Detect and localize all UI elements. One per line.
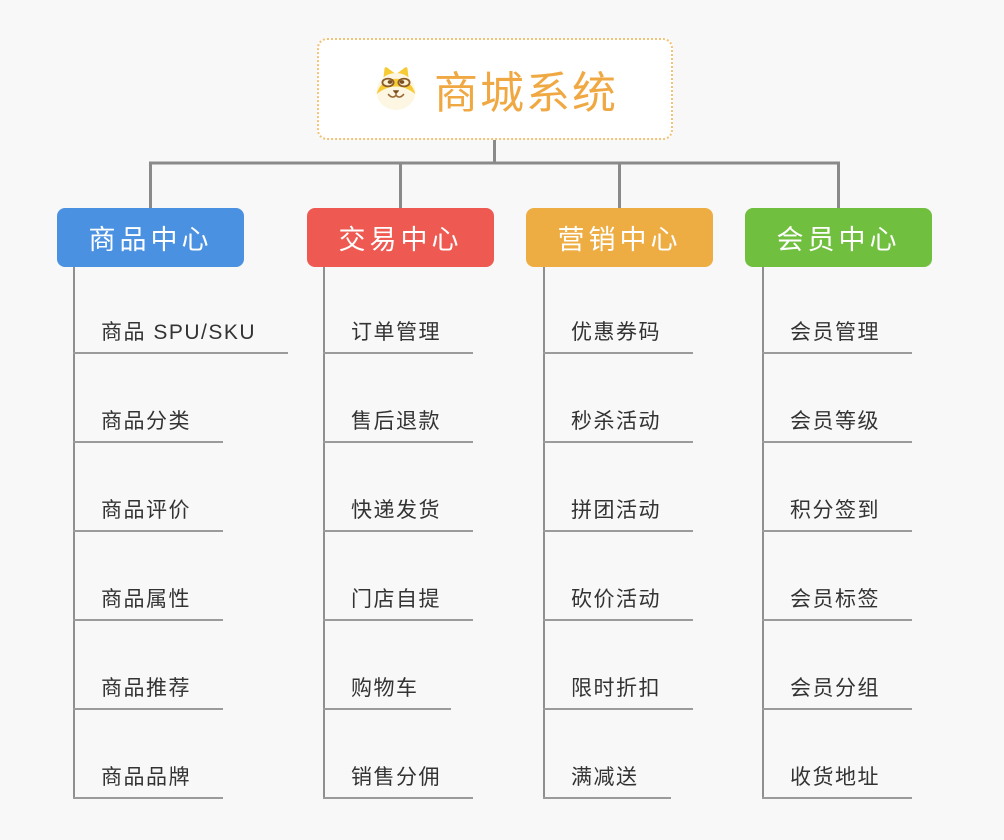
leaf-item[interactable]: 快递发货 — [323, 443, 473, 532]
leaf-label: 商品属性 — [73, 583, 223, 621]
leaf-item[interactable]: 会员分组 — [762, 621, 912, 710]
leaf-label: 会员等级 — [762, 405, 912, 443]
root-title: 商城系统 — [434, 69, 618, 118]
leaf-label: 秒杀活动 — [543, 405, 693, 443]
leaf-label: 购物车 — [323, 672, 451, 710]
branch-label: 交易中心 — [338, 225, 463, 255]
leaf-item[interactable]: 商品分类 — [73, 354, 223, 443]
leaf-label: 商品推荐 — [73, 672, 223, 710]
leaf-item[interactable]: 销售分佣 — [323, 710, 473, 799]
leaf-label: 会员管理 — [762, 316, 912, 354]
leaf-item[interactable]: 积分签到 — [762, 443, 912, 532]
shiba-dog-icon — [376, 67, 416, 110]
leaf-label: 订单管理 — [323, 316, 473, 354]
leaf-label: 收货地址 — [762, 761, 912, 799]
leaf-item[interactable]: 会员标签 — [762, 532, 912, 621]
leaf-column-marketing: 优惠券码 秒杀活动 拼团活动 砍价活动 限时折扣 满减送 — [543, 267, 783, 799]
leaf-label: 拼团活动 — [543, 494, 693, 532]
branch-node-trade-center[interactable]: 交易中心 — [307, 208, 494, 267]
tree-connectors — [149, 140, 840, 209]
leaf-item[interactable]: 优惠券码 — [543, 267, 693, 354]
leaf-label: 会员标签 — [762, 583, 912, 621]
leaf-item[interactable]: 门店自提 — [323, 532, 473, 621]
root-node[interactable]: 商城系统 — [317, 38, 673, 140]
leaf-item[interactable]: 拼团活动 — [543, 443, 693, 532]
branch-label: 营销中心 — [557, 225, 682, 255]
leaf-column-product: 商品 SPU/SKU 商品分类 商品评价 商品属性 商品推荐 商品品牌 — [73, 267, 313, 799]
leaf-item[interactable]: 限时折扣 — [543, 621, 693, 710]
leaf-label: 积分签到 — [762, 494, 912, 532]
leaf-label: 砍价活动 — [543, 583, 693, 621]
leaf-label: 限时折扣 — [543, 672, 693, 710]
leaf-label: 商品评价 — [73, 494, 223, 532]
leaf-item[interactable]: 收货地址 — [762, 710, 912, 799]
branch-node-product-center[interactable]: 商品中心 — [57, 208, 244, 267]
leaf-item[interactable]: 商品品牌 — [73, 710, 223, 799]
leaf-label: 销售分佣 — [323, 761, 473, 799]
leaf-item[interactable]: 购物车 — [323, 621, 451, 710]
leaf-item[interactable]: 满减送 — [543, 710, 671, 799]
leaf-label: 商品分类 — [73, 405, 223, 443]
leaf-item[interactable]: 商品评价 — [73, 443, 223, 532]
leaf-item[interactable]: 商品属性 — [73, 532, 223, 621]
branch-label: 商品中心 — [88, 225, 213, 255]
branch-label: 会员中心 — [776, 225, 901, 255]
branch-node-member-center[interactable]: 会员中心 — [745, 208, 932, 267]
leaf-column-trade: 订单管理 售后退款 快递发货 门店自提 购物车 销售分佣 — [323, 267, 563, 799]
leaf-label: 商品品牌 — [73, 761, 223, 799]
leaf-label: 快递发货 — [323, 494, 473, 532]
leaf-label: 会员分组 — [762, 672, 912, 710]
leaf-label: 商品 SPU/SKU — [73, 316, 289, 354]
leaf-column-member: 会员管理 会员等级 积分签到 会员标签 会员分组 收货地址 — [762, 267, 1002, 799]
leaf-label: 门店自提 — [323, 583, 473, 621]
leaf-item[interactable]: 商品推荐 — [73, 621, 223, 710]
leaf-item[interactable]: 商品 SPU/SKU — [73, 267, 289, 354]
branch-node-marketing-center[interactable]: 营销中心 — [526, 208, 713, 267]
leaf-item[interactable]: 订单管理 — [323, 267, 473, 354]
leaf-item[interactable]: 售后退款 — [323, 354, 473, 443]
leaf-label: 优惠券码 — [543, 316, 693, 354]
leaf-item[interactable]: 秒杀活动 — [543, 354, 693, 443]
leaf-label: 售后退款 — [323, 405, 473, 443]
leaf-item[interactable]: 会员等级 — [762, 354, 912, 443]
leaf-item[interactable]: 砍价活动 — [543, 532, 693, 621]
leaf-label: 满减送 — [543, 761, 671, 799]
leaf-item[interactable]: 会员管理 — [762, 267, 912, 354]
